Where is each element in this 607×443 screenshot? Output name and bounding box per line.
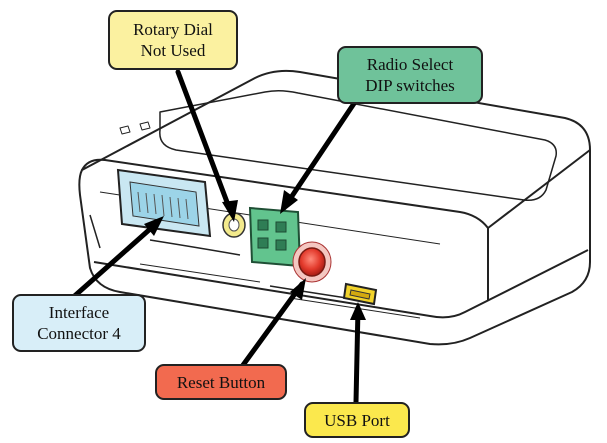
callout-usb-port: USB Port [304, 402, 410, 438]
callout-radio-select-line1: Radio Select [366, 55, 454, 74]
reset-button [292, 241, 332, 283]
callout-radio-select: Radio Select DIP switches [337, 46, 483, 104]
callout-radio-select-line2: DIP switches [365, 76, 455, 95]
usb-port [342, 282, 378, 306]
arrow-reset-button [235, 281, 305, 375]
callout-interface-connector-line1: Interface [48, 303, 110, 322]
callout-rotary-dial-line2: Not Used [140, 41, 206, 60]
arrow-rotary-dial [175, 69, 233, 213]
callout-usb-port-label: USB Port [324, 410, 390, 430]
callout-interface-connector: Interface Connector 4 [12, 294, 146, 352]
arrow-usb-port [353, 305, 361, 405]
callout-reset-button: Reset Button [155, 364, 287, 400]
arrow-interface-connector [67, 219, 161, 303]
pointer-arrows [67, 69, 361, 405]
callout-reset-button-label: Reset Button [176, 372, 266, 392]
arrow-dip-switch [281, 99, 358, 211]
callout-interface-connector-line2: Connector 4 [37, 324, 121, 343]
dip-switch-block [248, 206, 302, 268]
arrow-heads [144, 190, 366, 320]
callout-rotary-dial-line1: Rotary Dial [133, 20, 213, 39]
interface-connector [116, 168, 212, 238]
callout-rotary-dial: Rotary Dial Not Used [108, 10, 238, 70]
